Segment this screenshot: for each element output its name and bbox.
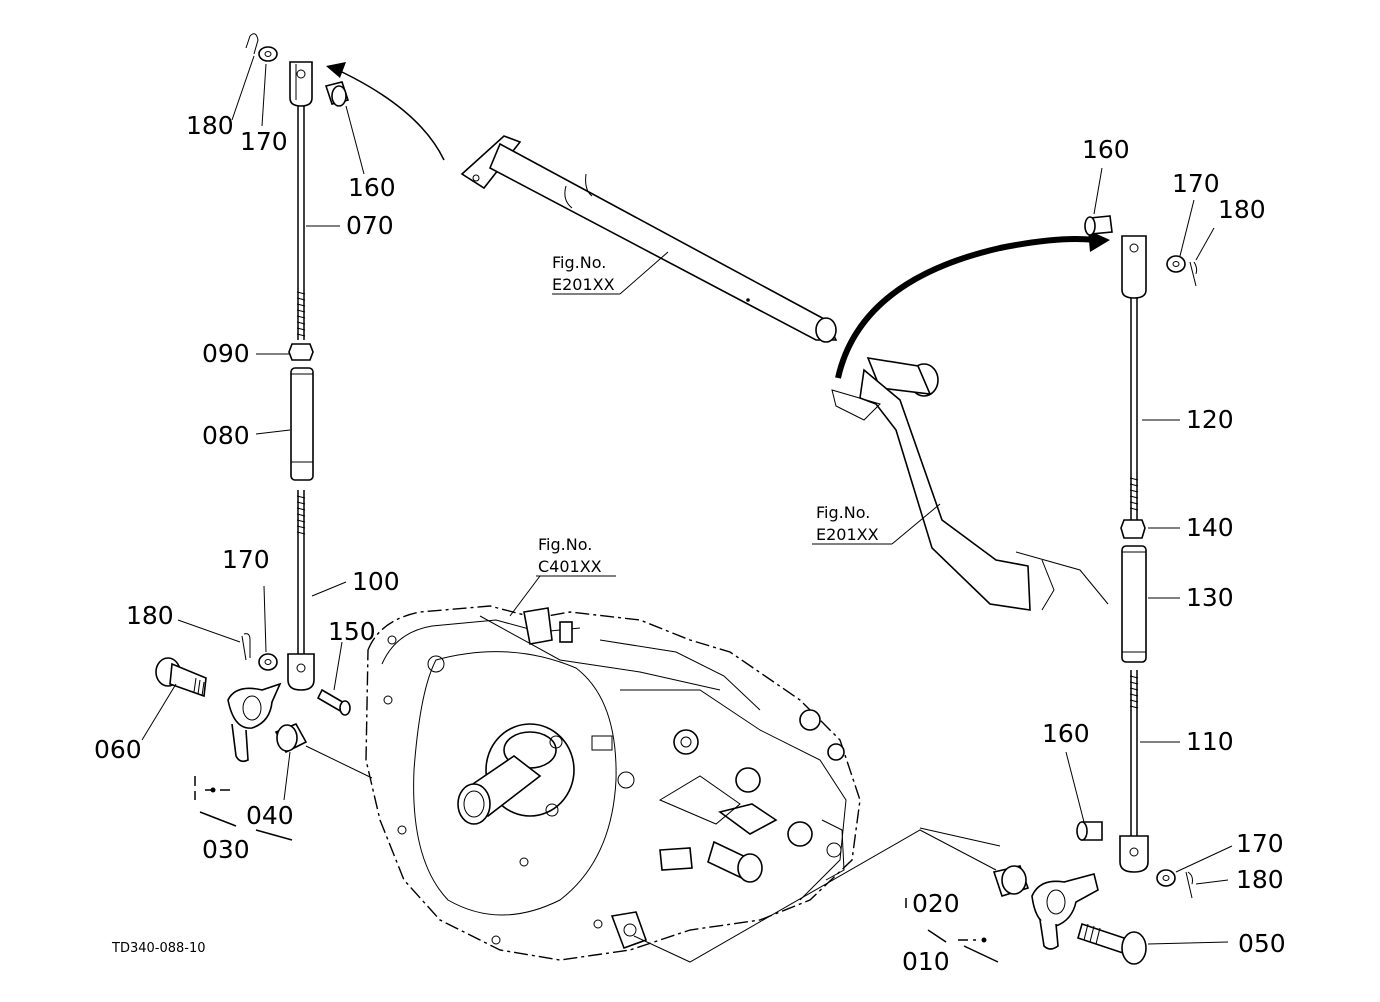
label-160-top-right: 160 — [1082, 135, 1130, 164]
fig-code-shaft: E201XX — [552, 275, 615, 294]
label-180-top-left: 180 — [186, 111, 234, 140]
part-labels: 180 170 160 070 090 080 170 100 180 150 … — [94, 111, 1286, 976]
label-060: 060 — [94, 735, 142, 764]
label-170-mid-left: 170 — [222, 545, 270, 574]
arm-030 — [227, 682, 282, 763]
label-020: 020 — [912, 889, 960, 918]
bushing-040 — [274, 722, 308, 754]
figure-references: Fig.No. E201XX Fig.No. E201XX Fig.No. C4… — [538, 253, 879, 576]
bolt-060 — [155, 657, 207, 698]
thread-mid — [296, 495, 306, 535]
cross-shaft — [460, 135, 838, 343]
pedal — [831, 356, 1109, 611]
label-160-top-left: 160 — [348, 173, 396, 202]
label-040: 040 — [246, 801, 294, 830]
label-080: 080 — [202, 421, 250, 450]
label-170-top-left: 170 — [240, 127, 288, 156]
fig-caption-pedal: Fig.No. — [816, 503, 870, 522]
label-160-bottom-right: 160 — [1042, 719, 1090, 748]
label-180-mid-left: 180 — [126, 601, 174, 630]
left-rod-assembly — [155, 33, 351, 841]
thread-top — [296, 291, 306, 337]
right-rod-assembly — [905, 215, 1198, 965]
label-100: 100 — [352, 567, 400, 596]
label-130: 130 — [1186, 583, 1234, 612]
right-leaders — [919, 167, 1233, 945]
label-010: 010 — [902, 947, 950, 976]
label-120: 120 — [1186, 405, 1234, 434]
pin-160-top — [324, 81, 350, 107]
leader-c401xx — [509, 575, 541, 617]
label-180-bottom-right: 180 — [1236, 865, 1284, 894]
left-leaders — [141, 55, 365, 801]
arrow-shaft-to-rod — [341, 71, 445, 161]
fig-code-transmission: C401XX — [538, 557, 602, 576]
fig-caption-transmission: Fig.No. — [538, 535, 592, 554]
fig-code-pedal: E201XX — [816, 525, 879, 544]
label-170-top-right: 170 — [1172, 169, 1220, 198]
label-050: 050 — [1238, 929, 1286, 958]
transmission-housing — [365, 605, 861, 961]
label-170-bottom-right: 170 — [1236, 829, 1284, 858]
pin-150 — [316, 688, 351, 716]
label-110: 110 — [1186, 727, 1234, 756]
label-150: 150 — [328, 617, 376, 646]
label-180-top-right: 180 — [1218, 195, 1266, 224]
label-140: 140 — [1186, 513, 1234, 542]
label-090: 090 — [202, 339, 250, 368]
arrow-pedal-to-rod — [835, 236, 1095, 379]
label-030: 030 — [202, 835, 250, 864]
label-070: 070 — [346, 211, 394, 240]
drawing-code: TD340-088-10 — [111, 941, 206, 956]
fig-caption-shaft: Fig.No. — [552, 253, 606, 272]
